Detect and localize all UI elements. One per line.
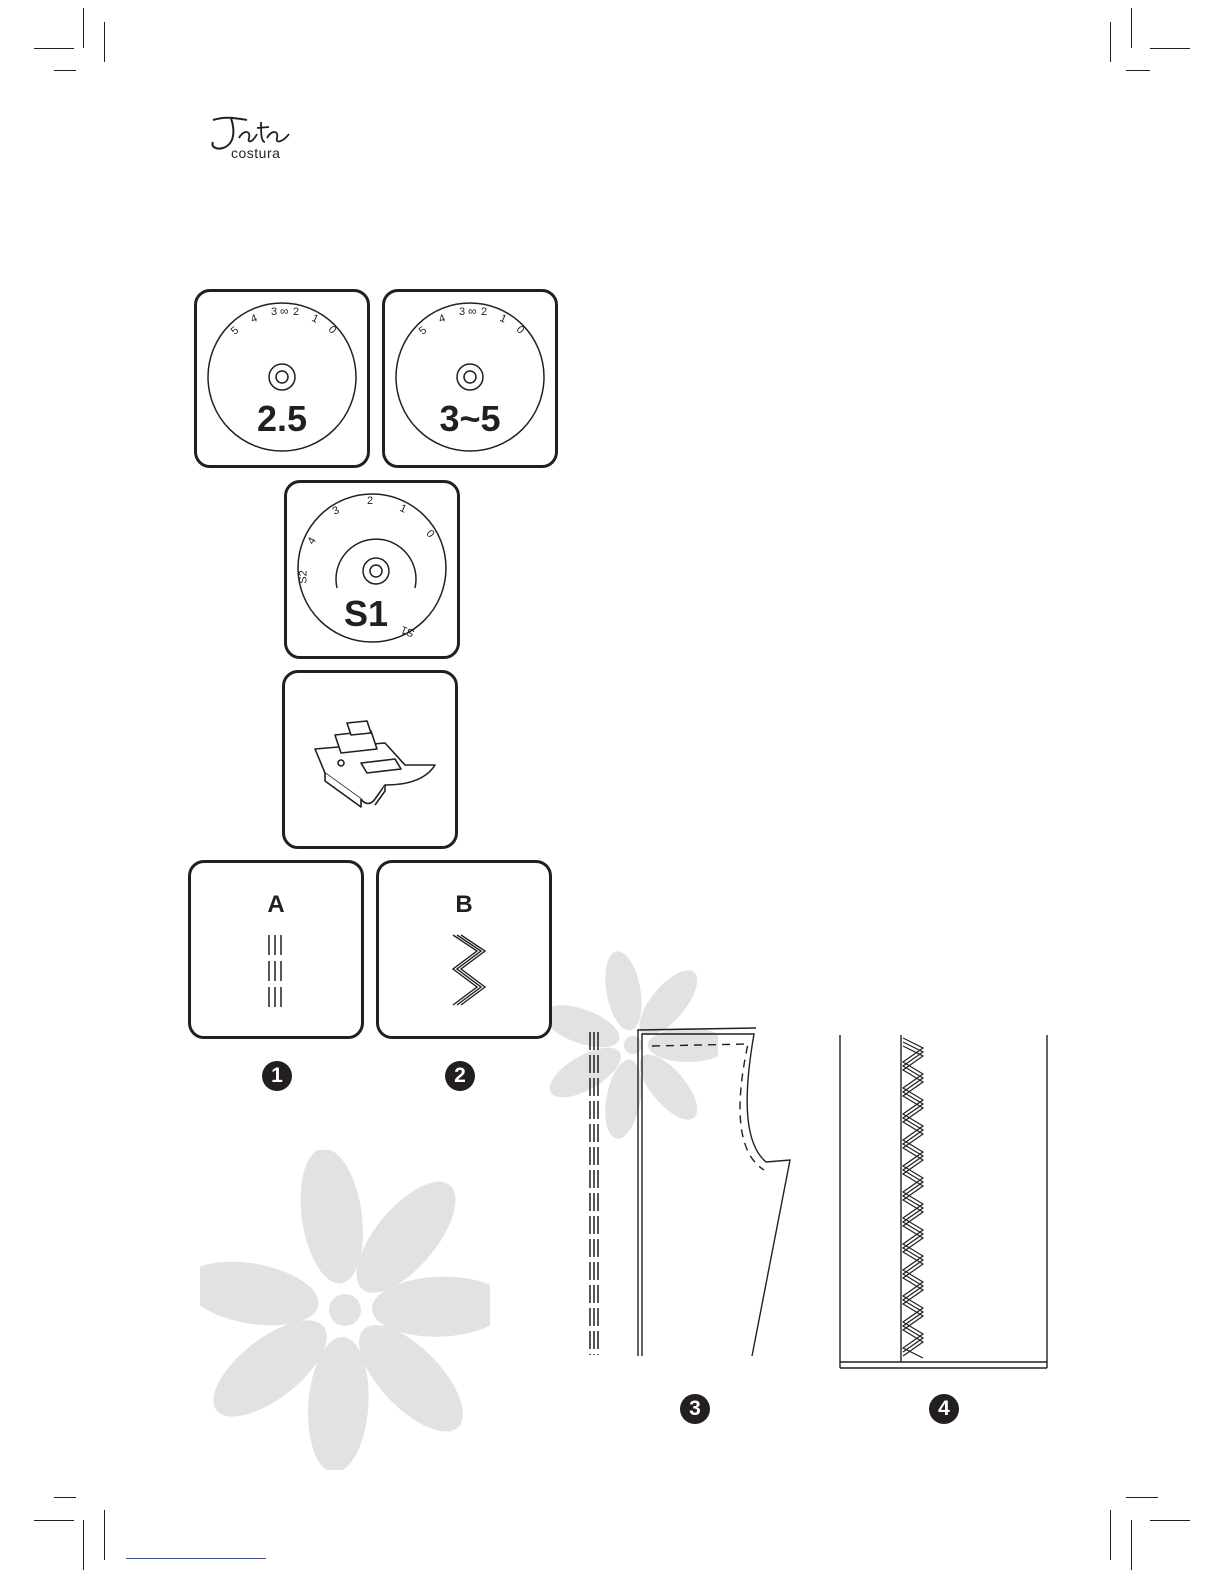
garment-seam-illustration bbox=[580, 1020, 810, 1365]
presser-foot-panel bbox=[282, 670, 458, 849]
zigzag-stitch-column bbox=[903, 1038, 923, 1358]
stitch-b-panel: B bbox=[376, 860, 552, 1039]
crop-mark bbox=[54, 70, 76, 71]
dial-scale-label: 2 bbox=[367, 495, 373, 507]
step-2-badge: 2 bbox=[445, 1061, 475, 1091]
crop-mark bbox=[1131, 8, 1132, 48]
stitch-a-panel: A bbox=[188, 860, 364, 1039]
presser-foot-icon bbox=[305, 713, 445, 813]
width-dial-panel: 5 4 3 2 1 0 ∞ 2.5 bbox=[194, 289, 370, 468]
logo-subtitle: costura bbox=[231, 145, 280, 161]
stitch-b-label: B bbox=[379, 891, 549, 919]
zigzag-triple-stitch-icon bbox=[449, 931, 489, 1013]
dial-value: 2.5 bbox=[197, 398, 367, 440]
dial-value: 3~5 bbox=[385, 398, 555, 440]
length-dial-panel: 5 4 3 2 1 0 ∞ 3~5 bbox=[382, 289, 558, 468]
crop-mark bbox=[1110, 1510, 1111, 1560]
flower-watermark-icon bbox=[200, 1150, 490, 1470]
crop-mark bbox=[1150, 1520, 1190, 1521]
step-3-badge: 3 bbox=[680, 1394, 710, 1424]
dial-scale-label: 2 bbox=[293, 306, 299, 318]
crop-mark bbox=[83, 8, 84, 48]
dial-link-mark: ∞ bbox=[468, 304, 477, 318]
crop-mark bbox=[1110, 22, 1111, 62]
crop-mark bbox=[1150, 48, 1190, 49]
straight-triple-stitch-icon bbox=[263, 933, 293, 1013]
crop-mark bbox=[54, 1497, 76, 1498]
crop-mark bbox=[104, 1510, 105, 1560]
crop-mark bbox=[34, 48, 74, 49]
step-4-badge: 4 bbox=[929, 1394, 959, 1424]
step-1-badge: 1 bbox=[262, 1061, 292, 1091]
dial-scale-label: 3 bbox=[459, 306, 465, 318]
garment-hem-illustration bbox=[835, 1030, 1055, 1375]
stitch-a-label: A bbox=[191, 891, 361, 919]
triple-straight-stitch-column bbox=[590, 1032, 598, 1355]
dial-value: S1 bbox=[281, 593, 451, 635]
crop-mark bbox=[1131, 1520, 1132, 1570]
dial-link-mark: ∞ bbox=[280, 304, 289, 318]
crop-mark bbox=[1126, 1497, 1158, 1498]
crop-mark bbox=[83, 1520, 84, 1570]
dial-scale-label: 2 bbox=[481, 306, 487, 318]
brand-logo: costura bbox=[205, 112, 305, 167]
dial-scale-label: S2 bbox=[298, 570, 310, 583]
footer-link-rule bbox=[126, 1558, 266, 1559]
stretch-dial-panel: 4 3 2 1 0 S2 S1 S1 bbox=[284, 480, 460, 659]
crop-mark bbox=[34, 1520, 74, 1521]
crop-mark bbox=[104, 22, 105, 62]
dial-scale-label: 3 bbox=[271, 306, 277, 318]
crop-mark bbox=[1126, 70, 1150, 71]
